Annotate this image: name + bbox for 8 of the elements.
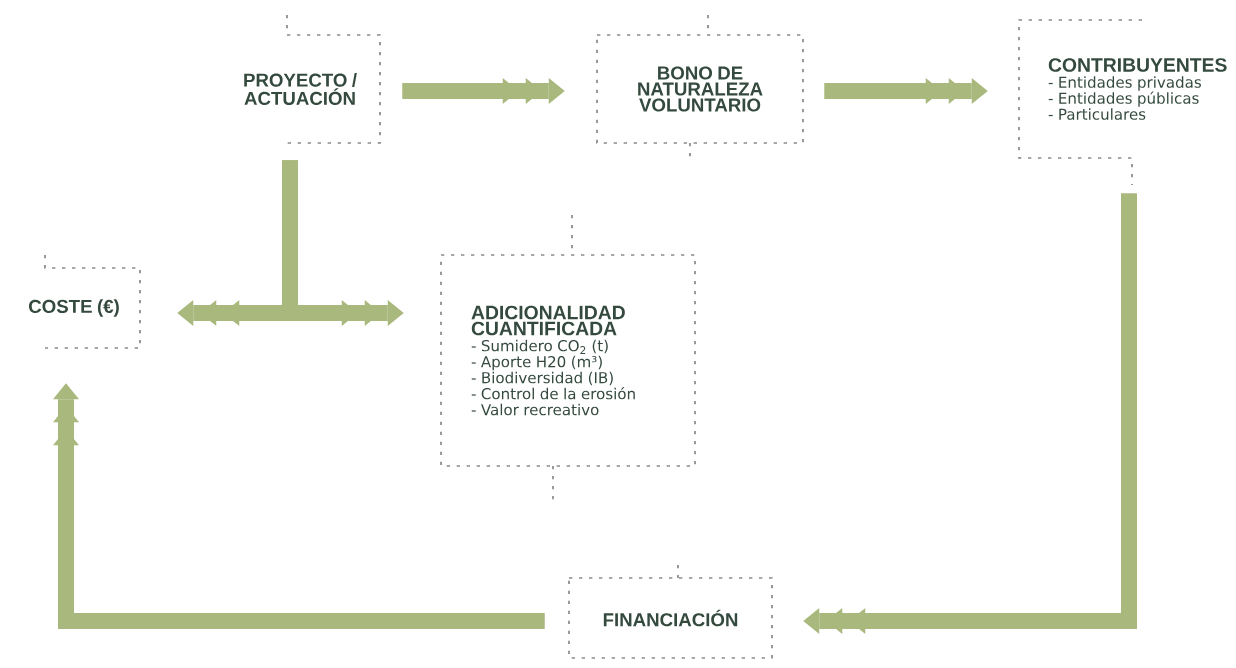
arrow <box>402 78 565 104</box>
arrow <box>53 383 545 629</box>
arrow <box>282 160 404 326</box>
process-box: COSTE (€) <box>29 254 141 349</box>
process-box: CONTRIBUYENTES - Entidades privadas - Entidades públicas - Particulares <box>1018 19 1227 186</box>
arrow <box>803 193 1137 634</box>
arrow <box>824 78 988 104</box>
process-box: PROYECTO / ACTUACIÓN <box>244 14 381 144</box>
